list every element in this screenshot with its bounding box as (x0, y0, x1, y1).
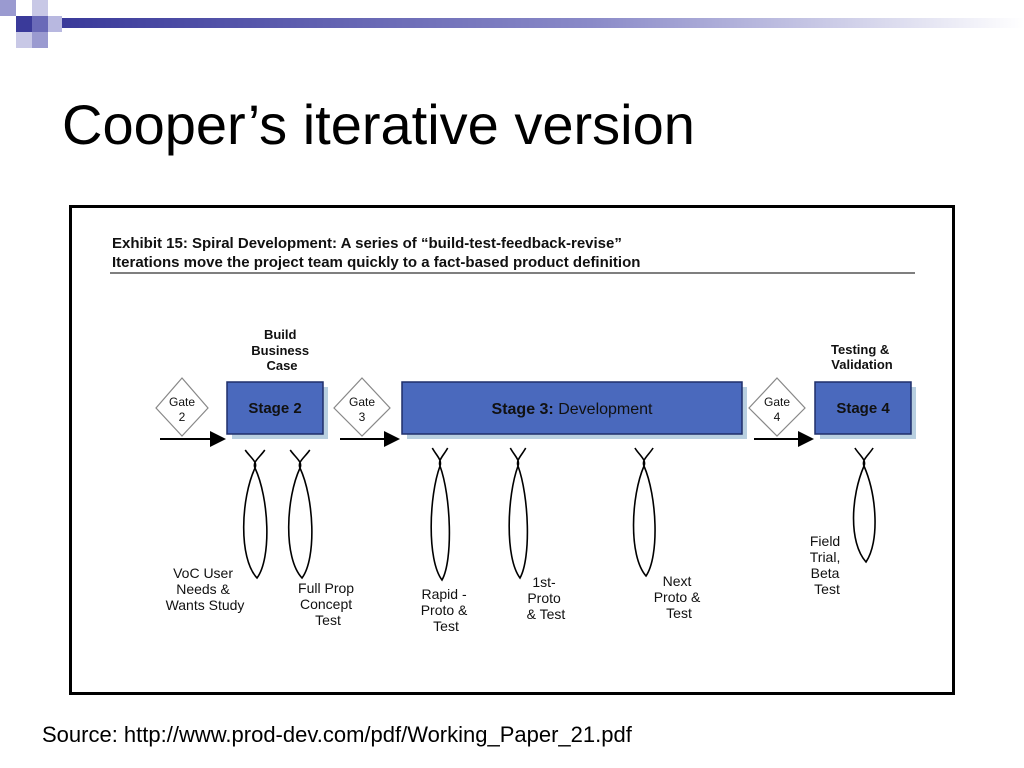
exhibit-frame: Exhibit 15: Spiral Development: A series… (69, 205, 955, 695)
stage-2-box: Stage 2 (226, 381, 328, 439)
spiral-loops (242, 447, 876, 582)
spiral-loop (430, 447, 451, 582)
stage-3-box: Stage 3: Development (401, 381, 747, 439)
spiral-loop (287, 449, 313, 580)
deco-square (16, 0, 32, 16)
spiral-development-diagram: Exhibit 15: Spiral Development: A series… (110, 235, 916, 634)
loop-label-rapid-proto: Rapid - Proto & Test (421, 586, 472, 634)
spiral-loop (508, 447, 529, 580)
deco-square (32, 16, 48, 32)
slide-title: Cooper’s iterative version (62, 93, 695, 156)
label-testing-validation: Testing & Validation (831, 342, 893, 372)
loop-label-next-proto: Next Proto & Test (654, 573, 705, 621)
loop-label-field-trial: Field Trial, Beta Test (810, 533, 844, 597)
deco-square (16, 16, 32, 32)
header-gradient-band (62, 18, 1024, 28)
deco-square (32, 32, 48, 48)
deco-square (16, 32, 32, 48)
exhibit-title-line1: Exhibit 15: Spiral Development: A series… (112, 235, 622, 252)
corner-decoration (0, 0, 1024, 48)
deco-square (32, 0, 48, 16)
svg-text:Stage 2: Stage 2 (248, 400, 301, 417)
svg-text:Stage 3: Development: Stage 3: Development (492, 401, 654, 418)
exhibit-title-line2: Iterations move the project team quickly… (112, 254, 640, 271)
deco-square (0, 0, 16, 16)
source-citation: Source: http://www.prod-dev.com/pdf/Work… (42, 722, 632, 747)
spiral-loop (242, 449, 268, 580)
loop-label-full-prop: Full Prop Concept Test (298, 580, 358, 628)
loop-label-voc: VoC User Needs & Wants Study (166, 565, 245, 613)
loop-label-1st-proto: 1st- Proto & Test (527, 574, 566, 622)
deco-square (48, 16, 62, 32)
svg-text:Stage 4: Stage 4 (836, 400, 890, 417)
spiral-loop (852, 447, 876, 564)
deco-square (0, 16, 16, 32)
label-build-business-case: Build Business Case (251, 327, 312, 373)
stage-4-box: Stage 4 (814, 381, 916, 439)
spiral-loop (632, 447, 656, 578)
